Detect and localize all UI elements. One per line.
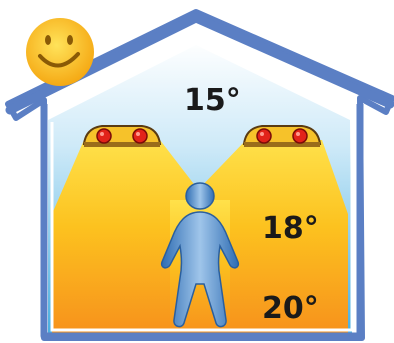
smiling-sun-icon [26, 18, 94, 86]
temperature-middle-label: 18° [262, 211, 319, 246]
temperature-ceiling-label: 15° [184, 83, 241, 118]
temperature-floor-label: 20° [262, 291, 319, 326]
